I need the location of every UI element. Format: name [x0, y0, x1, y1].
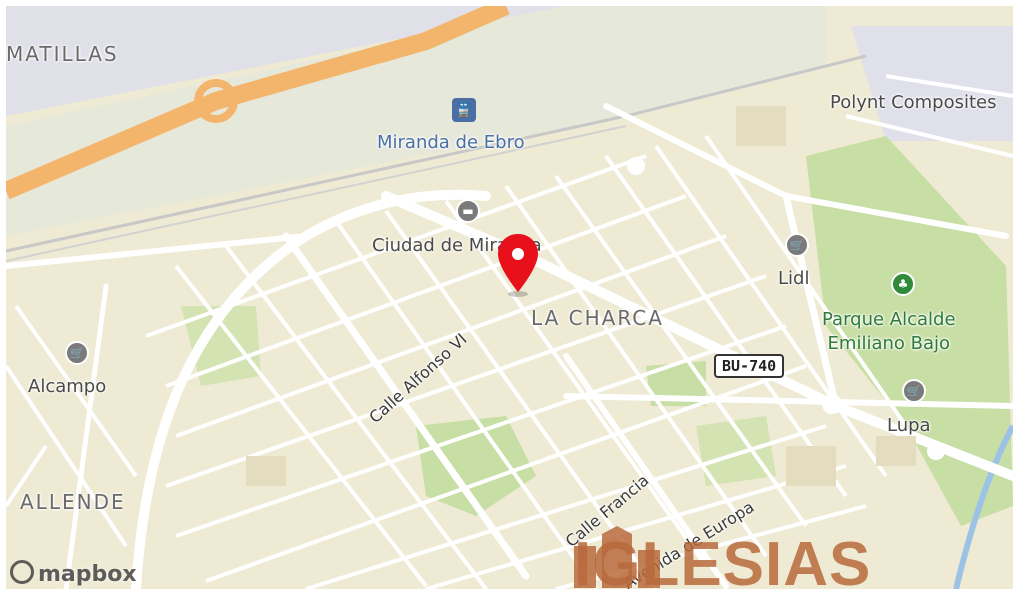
park-area-east	[806, 136, 1013, 526]
train-icon[interactable]: 🚆	[452, 98, 476, 122]
street-grid	[6, 74, 1013, 589]
poi-label-lidl[interactable]: Lidl	[778, 268, 810, 289]
map-base-layer	[6, 6, 1013, 589]
tree-icon[interactable]: ♣	[891, 272, 915, 296]
poi-label-lupa[interactable]: Lupa	[887, 415, 931, 436]
bed-icon[interactable]: ▬	[456, 199, 480, 223]
attribution-text: mapbox	[38, 562, 137, 587]
park-label-line2: Emiliano Bajo	[827, 333, 951, 354]
road-shield-bu-740: BU-740	[714, 354, 785, 378]
neighborhood-label-allende: ALLENDE	[20, 490, 126, 514]
park-area-south	[646, 361, 706, 406]
location-pin-icon[interactable]	[494, 232, 542, 298]
mapbox-logo-icon	[10, 560, 34, 584]
park-label-line1: Parque Alcalde	[822, 309, 956, 330]
station-label-miranda[interactable]: Miranda de Ebro	[377, 132, 525, 153]
park-area-southeast	[696, 416, 776, 486]
map-canvas[interactable]: MATILLAS 🚆 Miranda de Ebro ▬ Ciudad de M…	[6, 6, 1013, 589]
poi-label-alcampo[interactable]: Alcampo	[28, 376, 107, 397]
main-streets	[6, 103, 1013, 589]
building-logo-icon	[574, 526, 660, 588]
shopping-cart-icon-lupa[interactable]: 🛒	[902, 379, 926, 403]
watermark-logo: IGLESIAS	[574, 526, 871, 589]
neighborhood-label-la-charca: LA CHARCA	[531, 306, 664, 330]
shopping-cart-icon-alcampo[interactable]: 🛒	[65, 341, 89, 365]
rail-corridor	[6, 6, 826, 236]
park-area-west	[181, 306, 261, 386]
mapbox-attribution[interactable]: mapbox	[10, 560, 137, 587]
roundabout-lupa	[927, 442, 945, 460]
shopping-cart-icon[interactable]: 🛒	[785, 233, 809, 257]
railway-secondary	[6, 125, 627, 262]
highway-roundabout	[194, 79, 238, 123]
highway	[6, 6, 510, 200]
watermark-text: IGLESIAS	[574, 530, 872, 589]
park-label[interactable]: Parque Alcalde Emiliano Bajo	[822, 308, 956, 356]
building-blocks	[246, 106, 916, 486]
place-label-matillas: MATILLAS	[6, 42, 119, 66]
river	[953, 424, 1013, 589]
poi-label-polynt[interactable]: Polynt Composites	[830, 92, 997, 113]
